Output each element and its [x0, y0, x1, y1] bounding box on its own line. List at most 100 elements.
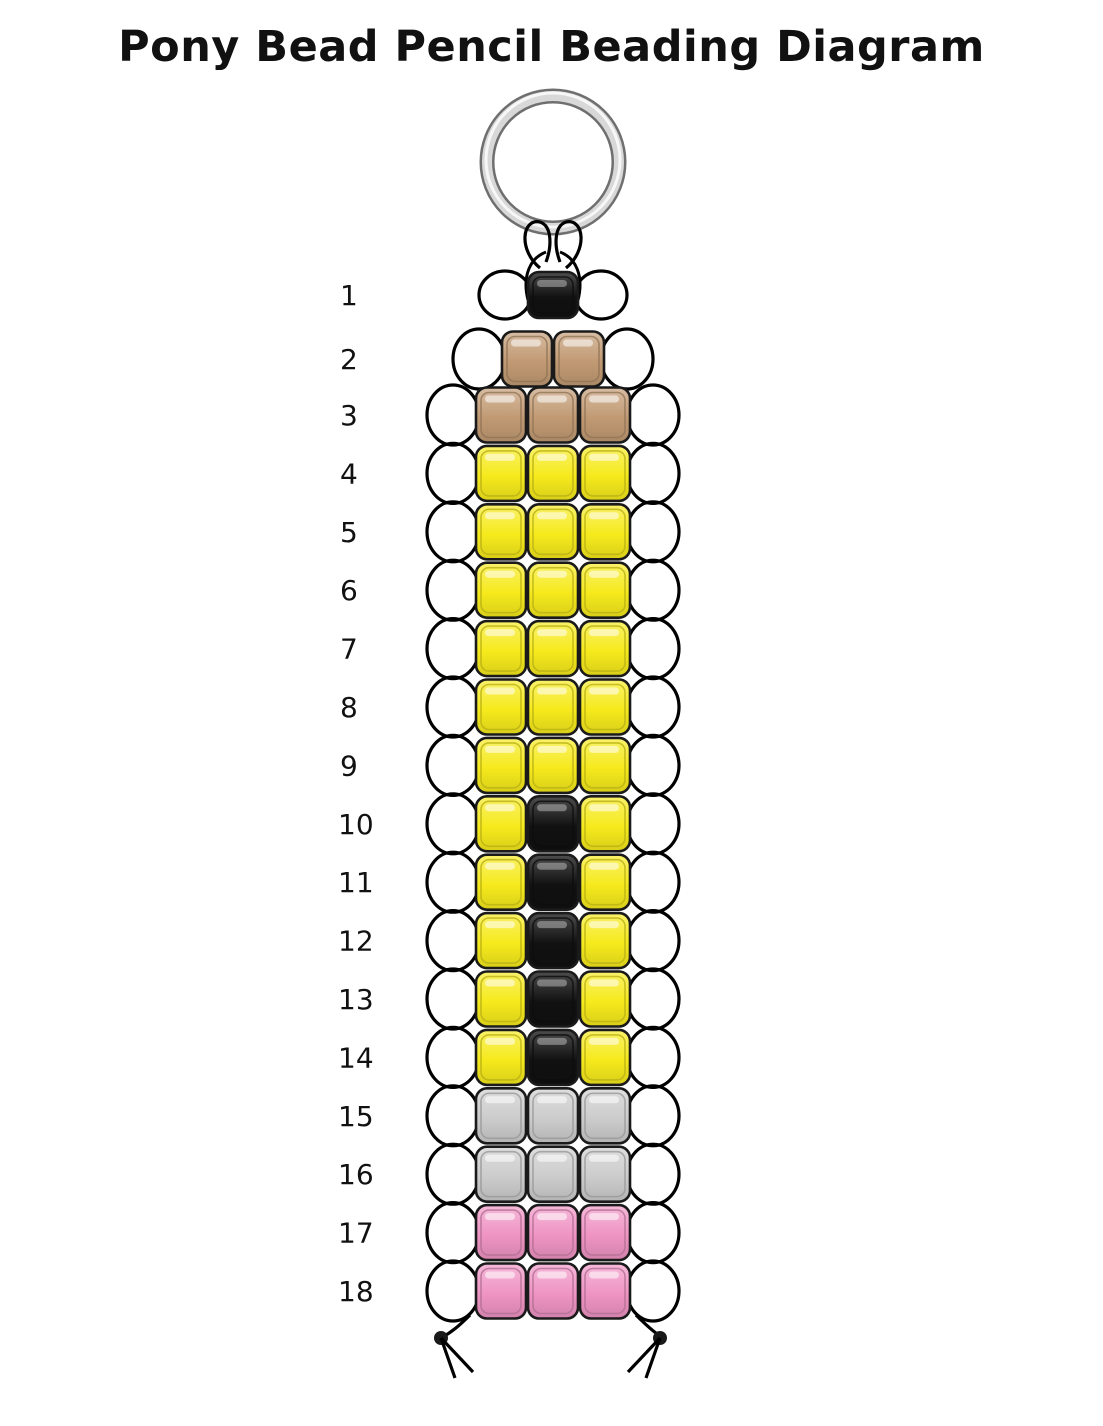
bead-shine	[537, 687, 567, 695]
bead-shine	[485, 570, 515, 578]
bead-shine	[589, 1154, 619, 1162]
bead-rim	[584, 858, 626, 906]
cord-loop	[425, 1025, 481, 1090]
bead-rim	[584, 917, 626, 964]
bead-yellow	[474, 1028, 528, 1087]
bead-rim	[480, 800, 522, 848]
cord-loop	[625, 792, 681, 856]
bead-black	[526, 911, 580, 970]
bead-shine	[485, 745, 515, 753]
bead-yellow	[474, 736, 528, 795]
bead-body	[526, 970, 580, 1028]
bead-silver	[526, 1145, 580, 1203]
bead-rim	[584, 391, 626, 439]
row-number: 14	[338, 1041, 374, 1074]
cord-tail	[439, 1337, 457, 1379]
bead-shine	[537, 395, 567, 403]
row-number: 16	[338, 1158, 374, 1191]
cord-loop	[425, 1142, 481, 1206]
bead-black	[526, 1028, 580, 1087]
bead-rim	[480, 917, 522, 964]
bead-body	[526, 853, 580, 912]
cord-loop	[451, 327, 507, 391]
bead-shine	[589, 921, 619, 929]
cord-loop	[625, 967, 681, 1031]
bead-shine	[589, 395, 619, 403]
row-number: 17	[338, 1217, 374, 1250]
bead-rim	[480, 1209, 522, 1256]
bead-silver	[578, 1145, 632, 1203]
cord-loop	[425, 500, 481, 564]
cord-loop	[425, 967, 481, 1031]
bead-shine	[589, 1213, 619, 1221]
bead-rim	[532, 508, 574, 556]
row-number: 18	[338, 1275, 374, 1308]
row-number: 10	[338, 808, 374, 841]
bead-shine	[589, 570, 619, 578]
bead-rim	[480, 391, 522, 439]
bead-shine	[589, 745, 619, 753]
bead-shine	[485, 862, 515, 870]
cord-loop	[625, 1259, 681, 1323]
bead-black	[526, 853, 580, 912]
bead-rim	[584, 683, 626, 731]
keyring	[479, 88, 627, 301]
bead-silver	[474, 1145, 528, 1203]
bead-shine	[537, 979, 567, 987]
bead-yellow	[526, 502, 580, 561]
bead-rim	[480, 625, 522, 672]
bead-rim	[532, 450, 574, 497]
cord-loop	[625, 558, 681, 622]
bead-rim	[532, 1092, 574, 1140]
bead-shine	[537, 570, 567, 578]
bead-shine	[537, 921, 567, 929]
bead-yellow	[474, 678, 528, 736]
bead-shine	[589, 1096, 619, 1104]
bead-grid	[474, 270, 632, 1320]
bead-shine	[589, 453, 619, 461]
bead-tan	[526, 386, 580, 444]
bead-yellow	[578, 619, 632, 678]
bead-rim	[532, 1034, 574, 1081]
bead-silver	[474, 1087, 528, 1145]
bead-shine	[485, 804, 515, 812]
row-number: 11	[338, 866, 374, 899]
bead-rim	[532, 276, 574, 314]
row-number: 9	[340, 749, 358, 782]
bead-rim	[480, 975, 522, 1023]
bead-rim	[480, 683, 522, 731]
bead-shine	[537, 1037, 567, 1045]
bead-rim	[480, 508, 522, 556]
bead-rim	[584, 625, 626, 672]
cord-loop	[625, 500, 681, 564]
bead-pink	[526, 1203, 580, 1262]
row-number: 2	[340, 343, 358, 376]
cord-loop	[625, 850, 681, 914]
bead-shine	[537, 453, 567, 461]
bead-shine	[537, 1213, 567, 1221]
bead-yellow	[578, 794, 632, 853]
key-ring-highlight	[484, 91, 622, 229]
cord-loop	[425, 441, 481, 505]
ring-cord-loop	[523, 220, 552, 270]
bead-yellow	[578, 502, 632, 561]
bead-shine	[589, 687, 619, 695]
cord-loop	[425, 792, 481, 856]
page-title: Pony Bead Pencil Beading Diagram	[118, 22, 985, 72]
bead-rim	[584, 1150, 626, 1198]
cord-loop	[425, 675, 481, 739]
bead-rim	[584, 1209, 626, 1256]
bead-rim	[480, 858, 522, 906]
cord-loop	[425, 616, 481, 681]
cord-loop	[625, 383, 681, 447]
bead-shine	[589, 1037, 619, 1045]
bead-yellow	[578, 911, 632, 970]
row-number: 5	[340, 516, 358, 549]
row-number: 13	[338, 983, 374, 1016]
cord-loop	[425, 1200, 481, 1265]
bead-yellow	[578, 444, 632, 503]
cord-loop	[625, 441, 681, 505]
bead-pink	[578, 1262, 632, 1320]
bead-shine	[485, 979, 515, 987]
